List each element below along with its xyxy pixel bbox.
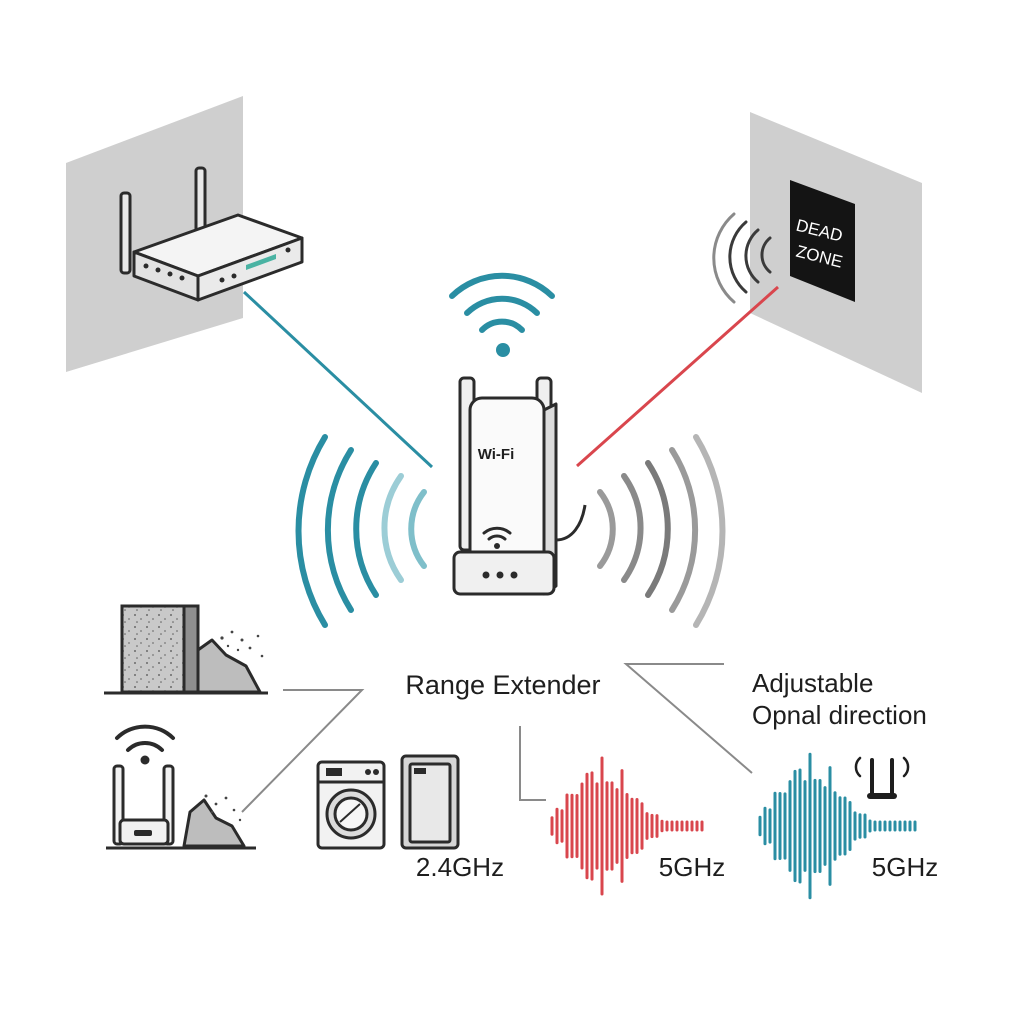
dead-zone-sign-icon: DEAD ZONE bbox=[790, 180, 855, 302]
range-extender-label: Range Extender bbox=[405, 670, 600, 700]
freq-5-blue-label: 5GHz bbox=[872, 852, 938, 882]
extender-wifi-dot bbox=[494, 543, 500, 549]
pointer-line-right bbox=[623, 663, 753, 774]
dead-zone-weak-signal-icon bbox=[712, 212, 772, 304]
small-router-wifi-dot bbox=[140, 755, 150, 765]
small-router-icon bbox=[112, 764, 175, 846]
router-connection-line bbox=[242, 290, 434, 469]
pointer-line-left bbox=[241, 689, 365, 813]
adjustable-label-line1: Adjustable bbox=[752, 668, 873, 698]
brick-wall-icon bbox=[120, 604, 200, 694]
rubble-dust-top bbox=[220, 630, 264, 658]
rubble-dust-lower bbox=[204, 794, 242, 822]
appliance-icon bbox=[400, 754, 460, 850]
pointer-line-center bbox=[519, 726, 546, 801]
rubble-icon-lower bbox=[182, 798, 246, 848]
extender-body-label: Wi-Fi bbox=[478, 446, 515, 463]
freq-5-red-label: 5GHz bbox=[659, 852, 725, 882]
right-signal-arcs bbox=[597, 434, 726, 628]
antenna-icon bbox=[854, 756, 910, 799]
left-wall-panel bbox=[66, 96, 243, 372]
left-signal-arcs bbox=[295, 434, 427, 628]
wifi-signal-dot bbox=[496, 343, 510, 357]
extender-wifi-icon bbox=[482, 526, 512, 541]
sound-wave-icon-blue bbox=[758, 752, 917, 900]
small-router-wifi-icon bbox=[115, 724, 175, 752]
washing-machine-icon bbox=[316, 760, 386, 850]
router-icon bbox=[119, 166, 304, 302]
freq-24-label: 2.4GHz bbox=[416, 852, 504, 882]
adjustable-label-line2: Opnal direction bbox=[752, 700, 927, 730]
dead-zone-connection-line bbox=[576, 285, 779, 468]
sound-wave-icon-red bbox=[550, 756, 704, 896]
range-extender-icon bbox=[452, 376, 587, 596]
wifi-signal-icon bbox=[449, 272, 555, 333]
